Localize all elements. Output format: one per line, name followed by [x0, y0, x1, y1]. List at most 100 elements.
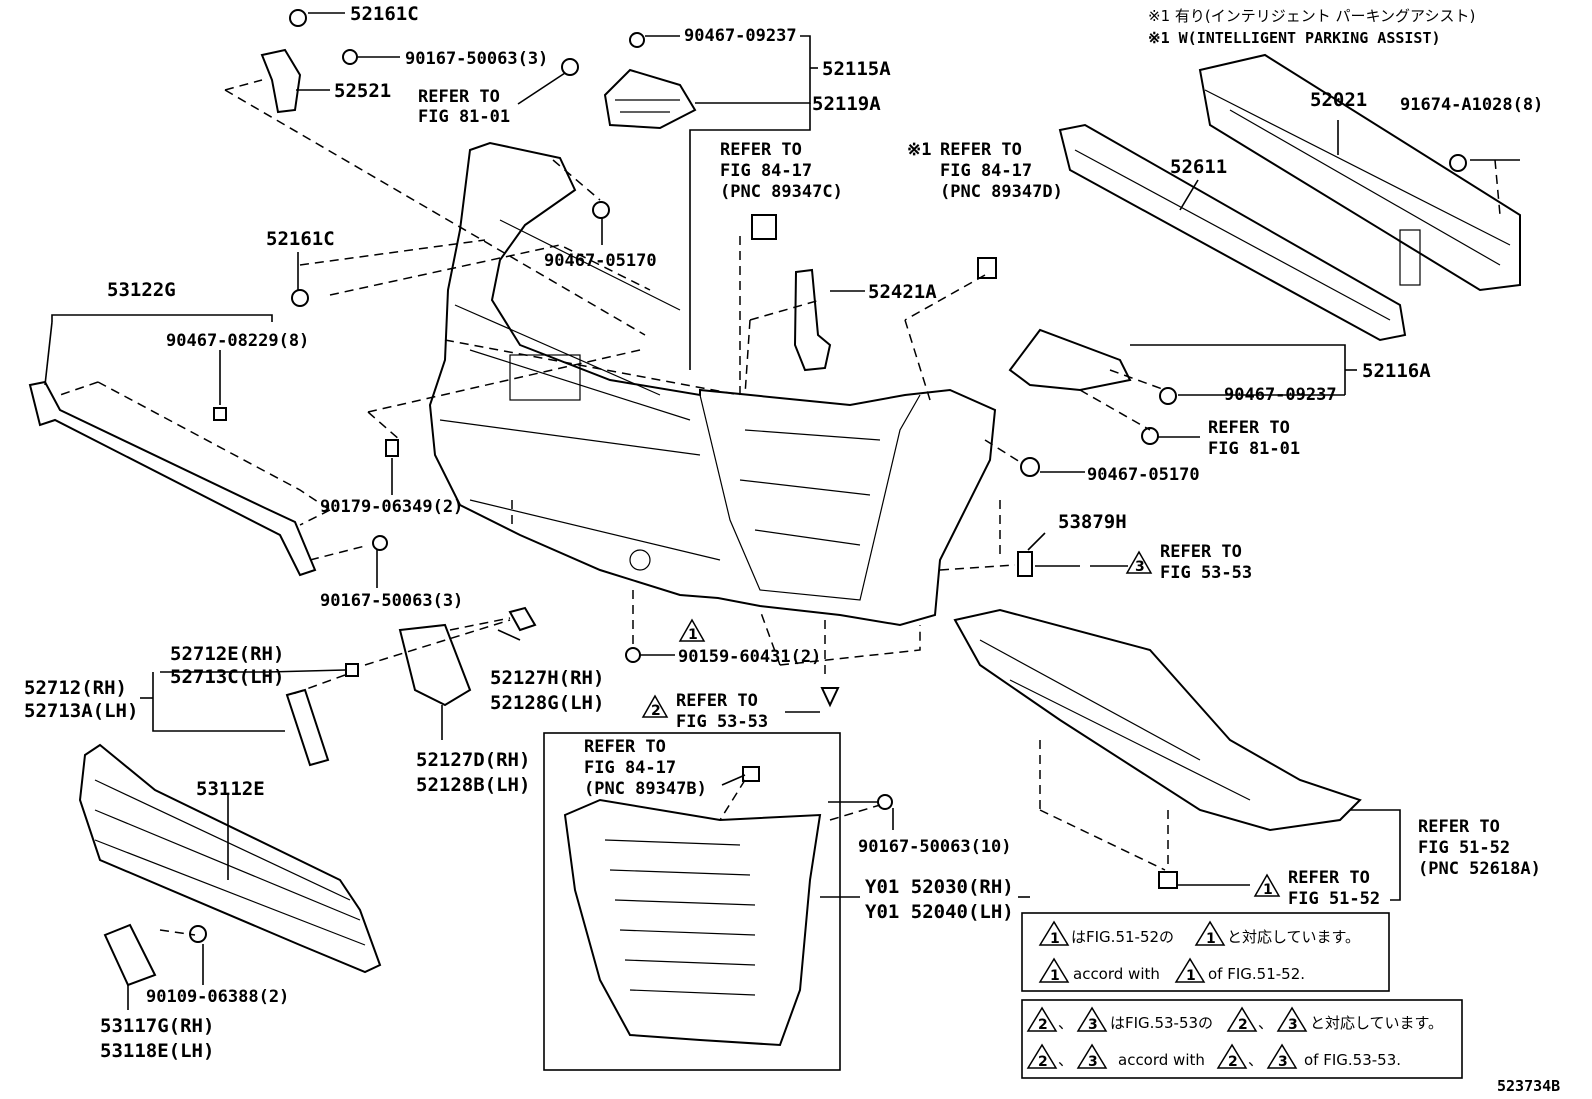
label-refer-53-53-a-2: FIG 53-53: [1160, 563, 1252, 583]
label-refer-81-01-a-2: FIG 81-01: [418, 107, 510, 127]
figure-code: 523734B: [1497, 1077, 1560, 1095]
side-grille-box: [543, 732, 841, 1071]
label-52128B: 52128B(LH): [416, 774, 530, 796]
legend-1-en-a: accord with: [1073, 965, 1160, 983]
legend-1-en-b: of FIG.51-52.: [1208, 965, 1305, 983]
triangle-1b-icon: 1: [1253, 873, 1281, 898]
label-90159: 90159-60431(2): [678, 647, 821, 667]
label-52713C: 52713C(LH): [170, 666, 284, 688]
label-90179: 90179-06349(2): [320, 497, 463, 517]
label-52611: 52611: [1170, 156, 1227, 178]
label-52127D: 52127D(RH): [416, 749, 530, 771]
label-53112E: 53112E: [196, 778, 265, 800]
svg-text:1: 1: [1206, 931, 1216, 947]
triangle-3-icon: 3: [1125, 550, 1153, 575]
svg-text:、: 、: [1058, 1014, 1073, 1032]
label-90467-09237-top: 90467-09237: [684, 26, 797, 46]
label-refer-84-17-b-1: REFER TO: [584, 737, 666, 757]
label-refer-51-52-b-1: REFER TO: [1288, 868, 1370, 888]
svg-text:1: 1: [1050, 931, 1060, 947]
label-52521: 52521: [334, 80, 391, 102]
retainer-52421A: [793, 268, 832, 372]
label-52712E: 52712E(RH): [170, 643, 284, 665]
label-52421A: 52421A: [868, 281, 937, 303]
legend-box-2: 2 、 3 はFIG.53-53の 2 、 3 と対応しています。 2 、 3 …: [1021, 999, 1463, 1079]
dashed-lines: [59, 79, 1501, 936]
legend-1-jp-b: と対応しています。: [1227, 928, 1360, 946]
label-refer-81-01-a-1: REFER TO: [418, 87, 500, 107]
svg-text:1: 1: [688, 627, 698, 643]
reinforcement-52021: [1198, 53, 1521, 292]
label-90467-08229: 90467-08229(8): [166, 331, 309, 351]
label-52128G: 52128G(LH): [490, 692, 604, 714]
legend-2-jp-a: はFIG.53-53の: [1110, 1014, 1213, 1032]
label-90467-09237-r: 90467-09237: [1224, 385, 1337, 405]
warning-triangles: 1 2 3 1: [641, 550, 1281, 898]
legend-2-en-b: of FIG.53-53.: [1304, 1051, 1401, 1069]
label-90167-50063-3-top: 90167-50063(3): [405, 49, 548, 69]
label-refer-84-17-d-2: FIG 84-17: [940, 161, 1032, 181]
label-52119A: 52119A: [812, 93, 881, 115]
svg-text:2: 2: [1038, 1017, 1048, 1033]
legend-2-en-a: accord with: [1118, 1051, 1205, 1069]
label-refer-84-17-c-2: FIG 84-17: [720, 161, 812, 181]
clips: [189, 201, 1178, 943]
svg-text:3: 3: [1088, 1054, 1098, 1070]
label-refer-81-01-b-1: REFER TO: [1208, 418, 1290, 438]
svg-text:3: 3: [1288, 1017, 1298, 1033]
label-y01-52040: Y01 52040(LH): [865, 901, 1014, 923]
label-52161C-mid: 52161C: [266, 228, 335, 250]
label-52127H: 52127H(RH): [490, 667, 604, 689]
part-labels: 52161C 90167-50063(3) 52521 REFER TO FIG…: [24, 3, 1543, 1062]
under-cover: [953, 608, 1362, 832]
bumper-cover: [428, 141, 997, 627]
label-refer-84-17-b-2: FIG 84-17: [584, 758, 676, 778]
label-52161C-top: 52161C: [350, 3, 419, 25]
svg-text:3: 3: [1135, 559, 1145, 575]
label-53122G: 53122G: [107, 279, 176, 301]
svg-text:1: 1: [1263, 882, 1273, 898]
triangle-2-icon: 2: [641, 694, 669, 719]
svg-text:、: 、: [1058, 1051, 1073, 1069]
label-52713A: 52713A(LH): [24, 700, 138, 722]
note-line-1: ※1 有り(インテリジェント パーキングアシスト): [1148, 7, 1475, 25]
label-52021: 52021: [1310, 89, 1367, 111]
label-refer-51-52-b-2: FIG 51-52: [1288, 889, 1380, 909]
note-line-2: ※1 W(INTELLIGENT PARKING ASSIST): [1148, 29, 1441, 47]
label-90467-05170-a: 90467-05170: [544, 251, 657, 271]
legend-2-jp-b: と対応しています。: [1310, 1014, 1443, 1032]
label-refer-53-53-b-1: REFER TO: [676, 691, 758, 711]
leader-lines: [44, 12, 1520, 1010]
svg-text:2: 2: [1228, 1054, 1238, 1070]
svg-text:1: 1: [1050, 968, 1060, 984]
bracket-52521: [260, 9, 645, 114]
lower-pieces: [285, 606, 537, 767]
svg-text:3: 3: [1278, 1054, 1288, 1070]
label-refer-51-52-a-2: FIG 51-52: [1418, 838, 1510, 858]
svg-text:、: 、: [1258, 1014, 1273, 1032]
label-refer-84-17-d-mark: ※1: [907, 140, 931, 160]
svg-text:1: 1: [1186, 968, 1196, 984]
label-53118E: 53118E(LH): [100, 1040, 214, 1062]
legend-box-1: 1 はFIG.51-52の 1 と対応しています。 1 accord with …: [1021, 912, 1390, 992]
notes: ※1 有り(インテリジェント パーキングアシスト) ※1 W(INTELLIGE…: [1148, 7, 1475, 47]
label-refer-51-52-a-3: (PNC 52618A): [1418, 859, 1541, 879]
label-91674: 91674-A1028(8): [1400, 95, 1543, 115]
label-90167-50063-10: 90167-50063(10): [858, 837, 1012, 857]
label-53117G: 53117G(RH): [100, 1015, 214, 1037]
label-refer-84-17-d-3: (PNC 89347D): [940, 182, 1063, 202]
legend-1-jp-a: はFIG.51-52の: [1071, 928, 1174, 946]
label-refer-53-53-a-1: REFER TO: [1160, 542, 1242, 562]
label-refer-84-17-c-3: (PNC 89347C): [720, 182, 843, 202]
label-53879H: 53879H: [1058, 511, 1127, 533]
retainer-52115A: [603, 68, 697, 130]
label-refer-81-01-b-2: FIG 81-01: [1208, 439, 1300, 459]
label-90167-50063-3-low: 90167-50063(3): [320, 591, 463, 611]
label-y01-52030: Y01 52030(RH): [865, 876, 1014, 898]
svg-text:2: 2: [1238, 1017, 1248, 1033]
svg-text:2: 2: [651, 703, 661, 719]
svg-text:2: 2: [1038, 1054, 1048, 1070]
molding-53122G: [28, 380, 388, 577]
bracket-52116A: [1008, 328, 1177, 445]
